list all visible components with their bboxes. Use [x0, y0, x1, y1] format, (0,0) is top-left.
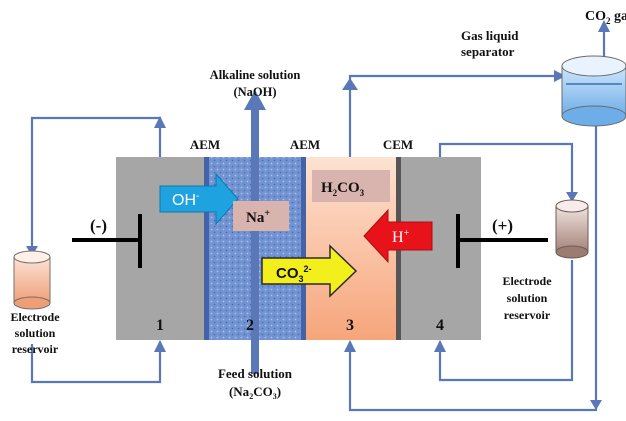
left-electrode-loop: [26, 116, 166, 384]
left-reservoir-label-line3: reservoir: [12, 342, 59, 356]
feed-label-line1: Feed solution: [218, 366, 293, 381]
carbonic-acid-label: H2CO3: [321, 180, 365, 198]
right-electrode-loop: [434, 142, 578, 382]
carbonic-acid-label-box: [312, 170, 390, 202]
right-reservoir-label-line2: solution: [507, 291, 548, 305]
negative-electrode-label: (-): [90, 216, 107, 235]
cem-label: CEM: [383, 137, 413, 152]
carbonate-arrow: [261, 244, 358, 298]
compartment-number-3: 3: [346, 317, 354, 334]
left-reservoir-icon: [13, 250, 51, 310]
co2-gas-label: CO2 gas: [585, 9, 626, 26]
negative-electrode-icon: [72, 214, 142, 268]
aem-right-label: AEM: [290, 137, 320, 152]
right-reservoir-label-line1: Electrode: [502, 274, 552, 288]
positive-electrode-icon: [456, 214, 548, 268]
left-reservoir-label-line1: Electrode: [10, 310, 60, 324]
hydroxide-label: OH-: [172, 191, 199, 209]
hydroxide-arrow: [159, 172, 239, 226]
acid-to-separator-line: [342, 70, 566, 157]
proton-label: H+: [392, 228, 410, 246]
feed-label-line2: (Na2CO3): [229, 384, 281, 401]
proton-arrow: [363, 208, 433, 264]
compartment-1-cathode: [116, 157, 206, 340]
alkaline-label-line1: Alkaline solution: [210, 68, 301, 82]
aem-left-label: AEM: [190, 137, 220, 152]
sodium-label: Na+: [246, 208, 270, 226]
sodium-label-box: [233, 201, 289, 231]
left-reservoir-label-line2: solution: [15, 326, 56, 340]
aem-membrane-right: [301, 157, 306, 340]
gas-liquid-separator-icon: [561, 55, 626, 127]
separator-label-line2: separator: [461, 44, 515, 59]
positive-electrode-label: (+): [492, 216, 513, 235]
alkaline-label-line2: (NaOH): [233, 85, 276, 99]
compartment-number-2: 2: [246, 317, 254, 334]
carbonate-label: CO32-: [276, 264, 312, 284]
separator-outlet-lines: [344, 20, 610, 412]
right-reservoir-label-line3: reservoir: [504, 308, 551, 322]
compartment-number-4: 4: [436, 317, 444, 334]
separator-label-line1: Gas liquid: [461, 28, 519, 43]
compartment-number-1: 1: [156, 317, 164, 334]
aem-membrane-left: [204, 157, 209, 340]
feed-to-alkaline-flow-arrow: [244, 90, 266, 374]
right-reservoir-icon: [555, 199, 589, 259]
